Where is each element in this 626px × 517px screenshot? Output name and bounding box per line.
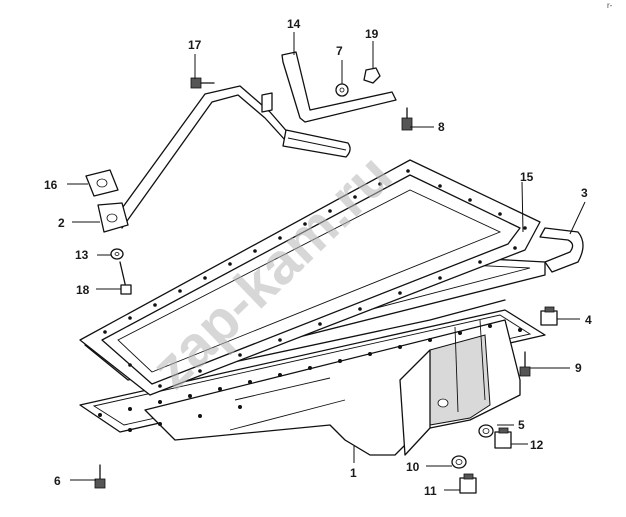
washer-5 [478, 424, 494, 438]
bolt-18 [119, 261, 132, 295]
washer-13 [110, 248, 124, 260]
bolt-17 [190, 77, 215, 89]
drain-plug-11 [459, 473, 477, 494]
pickup-support-bracket [281, 51, 397, 123]
callout-10: 10 [406, 460, 420, 474]
seal-strip [539, 227, 584, 273]
callout-18: 18 [76, 283, 90, 297]
oil-pan-gasket [79, 159, 541, 396]
bolt-8 [401, 107, 413, 131]
callout-7: 7 [336, 44, 343, 58]
drain-plug-12 [494, 427, 512, 449]
callout-16: 16 [44, 178, 58, 192]
callout-2: 2 [58, 216, 65, 230]
callout-1: 1 [350, 466, 357, 480]
nut-19 [363, 67, 381, 84]
callout-12: 12 [530, 438, 544, 452]
bolt-6 [94, 464, 106, 489]
corner-mark: r- [607, 1, 613, 10]
callout-4: 4 [585, 313, 592, 327]
callout-6: 6 [54, 474, 61, 488]
callout-9: 9 [575, 361, 582, 375]
callout-15: 15 [520, 170, 534, 184]
bolt-9 [519, 351, 531, 377]
pickup-flange-gasket [85, 169, 119, 197]
callout-8: 8 [438, 120, 445, 134]
leader-lines [67, 32, 586, 491]
callout-13: 13 [75, 248, 89, 262]
callout-5: 5 [518, 418, 525, 432]
callout-labels: 1 2 3 4 5 6 7 8 9 10 11 12 13 14 15 16 1… [44, 17, 592, 498]
callout-17: 17 [188, 38, 202, 52]
washer-7 [335, 83, 349, 97]
callout-11: 11 [424, 484, 437, 498]
plug-4 [540, 306, 558, 326]
callout-3: 3 [581, 186, 588, 200]
callout-14: 14 [287, 17, 301, 31]
callout-19: 19 [365, 27, 379, 41]
washer-10 [451, 455, 467, 469]
oil-pickup-tube [97, 85, 351, 233]
